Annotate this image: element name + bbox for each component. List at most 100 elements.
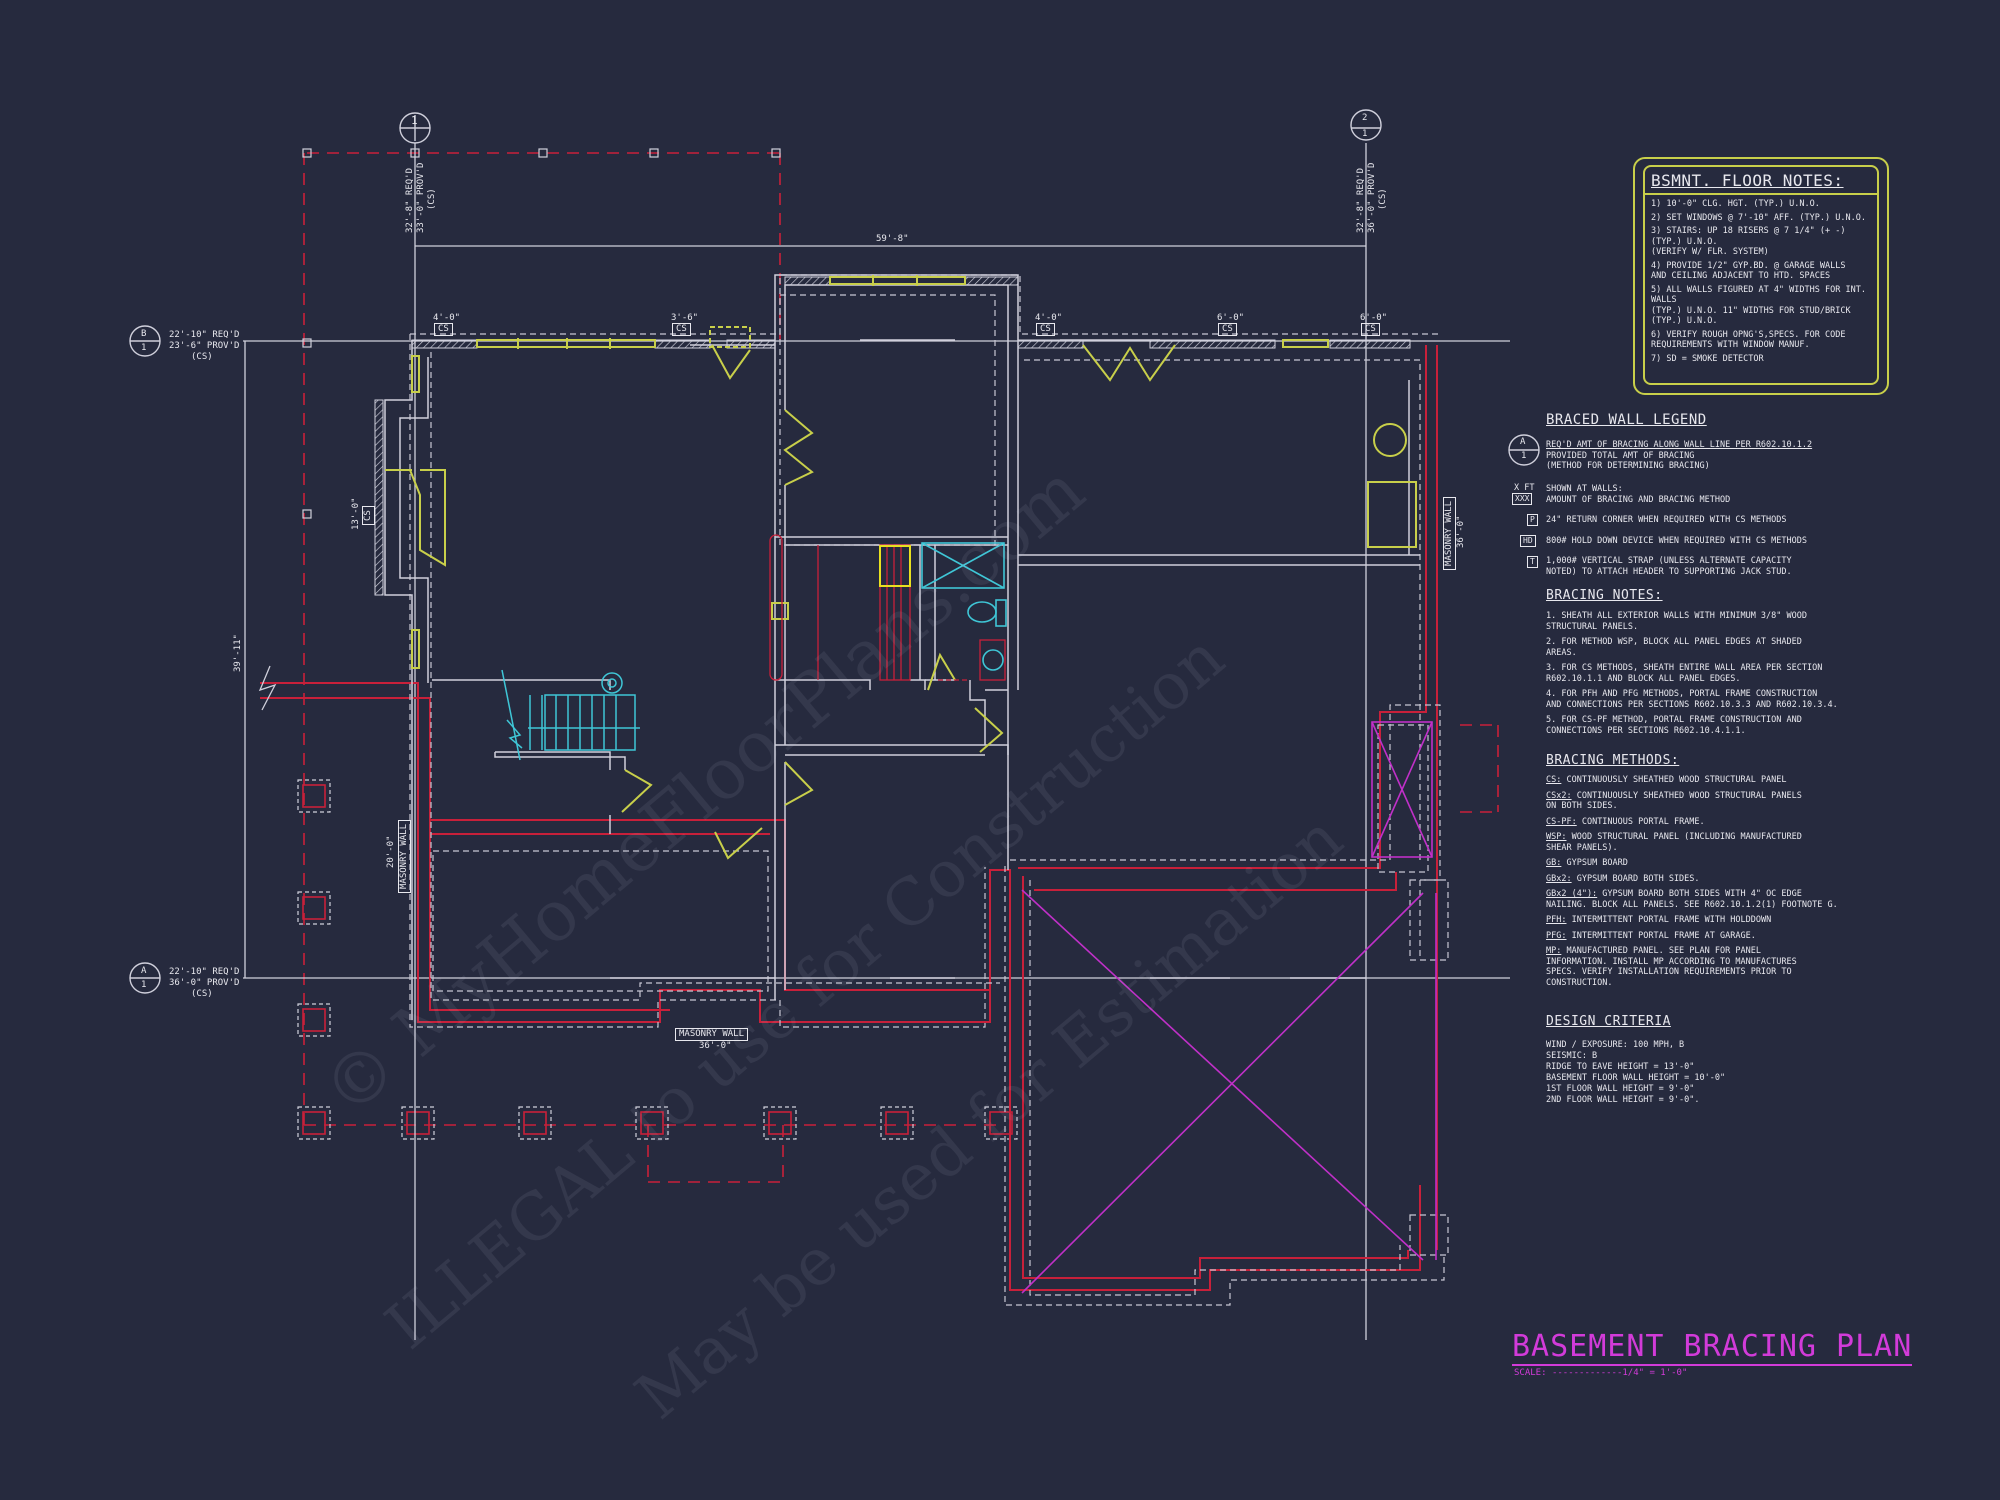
gridline-B-required: 22'-10" REQ'D xyxy=(169,330,240,340)
legend-bubble-line: REQ'D AMT OF BRACING ALONG WALL LINE PER… xyxy=(1546,440,1812,472)
design-criteria-item: RIDGE TO EAVE HEIGHT = 13'-0" xyxy=(1546,1062,1695,1072)
wall-tag-length: 4'-0" xyxy=(433,313,461,323)
bracing-method-item: GBx2 (4"): GYPSUM BOARD BOTH SIDES WITH … xyxy=(1546,889,1866,910)
method-code: CSx2: xyxy=(1546,790,1572,801)
bracing-method-item: CSx2: CONTINUOUSLY SHEATHED WOOD STRUCTU… xyxy=(1546,791,1866,812)
legend-tag-top: X FT xyxy=(1514,483,1535,493)
drawing-scale: SCALE: -------------1/4" = 1'-0" xyxy=(1514,1368,1687,1378)
wall-tag-length: 6'-0" xyxy=(1217,313,1245,323)
bracing-note-item: 2. FOR METHOD WSP, BLOCK ALL PANEL EDGES… xyxy=(1546,637,1802,658)
hold-down-symbol: HD xyxy=(1520,535,1536,547)
grid-bubble-2-top: 2 xyxy=(1362,113,1368,123)
method-text: GYPSUM BOARD BOTH SIDES WITH 4" OC EDGE … xyxy=(1546,889,1838,910)
legend-bubble-top: A xyxy=(1520,437,1526,447)
windows-doors xyxy=(385,275,1417,860)
gridline-1-required: 32'-8" REQ'D xyxy=(405,167,415,233)
bracing-notes-list: 1. SHEATH ALL EXTERIOR WALLS WITH MINIMU… xyxy=(1546,611,1866,741)
bracing-method-item: GB: GYPSUM BOARD xyxy=(1546,858,1866,869)
bracing-method-item: PFG: INTERMITTENT PORTAL FRAME AT GARAGE… xyxy=(1546,931,1866,942)
method-code: WSP: xyxy=(1546,832,1567,842)
legend-bubble-line-3: (METHOD FOR DETERMINING BRACING) xyxy=(1546,461,1710,471)
legend-bubble-line-2: PROVIDED TOTAL AMT OF BRACING xyxy=(1546,450,1695,461)
design-criteria-item: SEISMIC: B xyxy=(1546,1051,1598,1061)
design-criteria-title: DESIGN CRITERIA xyxy=(1546,1014,1671,1029)
footing-piers xyxy=(297,779,1018,1140)
drawing-title: BASEMENT BRACING PLAN xyxy=(1512,1329,1913,1366)
method-text: CONTINUOUS PORTAL FRAME. xyxy=(1576,816,1705,827)
legend-tag-line-1: SHOWN AT WALLS: xyxy=(1546,484,1623,494)
method-text: WOOD STRUCTURAL PANEL (INCLUDING MANUFAC… xyxy=(1546,832,1802,853)
method-text: GYPSUM BOARD xyxy=(1561,858,1628,868)
floor-note-item: 2) SET WINDOWS @ 7'-10" AFF. (TYP.) U.N.… xyxy=(1651,212,1866,223)
wall-tag-length: 6'-0" xyxy=(1360,313,1388,323)
masonry-walls xyxy=(260,345,1438,1291)
floor-note-item: 3) STAIRS: UP 18 RISERS @ 7 1/4" (+ -) (… xyxy=(1651,226,1846,257)
method-text: CONTINUOUSLY SHEATHED WOOD STRUCTURAL PA… xyxy=(1561,775,1787,785)
braced-wall-hatching xyxy=(374,276,1411,596)
footing-outline xyxy=(409,274,1449,1306)
wall-tag-length: 4'-0" xyxy=(1035,313,1063,323)
wall-tag-method: CS xyxy=(1361,323,1380,336)
grid-bubble-1-top: 1 xyxy=(411,114,418,127)
legend-tag-line-2: AMOUNT OF BRACING AND BRACING METHOD xyxy=(1546,494,1731,505)
overall-width-dimension: 59'-8" xyxy=(876,234,909,244)
scale-value: -------------1/4" = 1'-0" xyxy=(1551,1368,1688,1378)
masonry-wall-label: MASONRY WALL xyxy=(398,819,411,893)
stud-walls xyxy=(384,274,1420,1020)
method-text: GYPSUM BOARD BOTH SIDES. xyxy=(1571,873,1700,884)
floor-notes-list: 1) 10'-0" CLG. HGT. (TYP.) U.N.O. 2) SET… xyxy=(1645,199,1877,364)
floor-notes-title: BSMNT. FLOOR NOTES: xyxy=(1645,167,1877,195)
legend-tag-box: XXX xyxy=(1512,493,1533,505)
gridline-B-provided: 23'-6" PROV'D xyxy=(169,341,240,351)
masonry-wall-label: MASONRY WALL xyxy=(1443,496,1456,570)
bracing-method-item: CS: CONTINUOUSLY SHEATHED WOOD STRUCTURA… xyxy=(1546,775,1866,786)
bracing-method-item: PFH: INTERMITTENT PORTAL FRAME WITH HOLD… xyxy=(1546,915,1866,926)
legend-bubble-bottom: 1 xyxy=(1521,451,1527,461)
masonry-wall-label: MASONRY WALL xyxy=(675,1028,749,1041)
return-corner-symbol: P xyxy=(1527,514,1538,526)
gridline-2-required: 32'-8" REQ'D xyxy=(1356,167,1366,233)
wall-tag-method: CS xyxy=(434,323,453,336)
floor-note-item: 1) 10'-0" CLG. HGT. (TYP.) U.N.O. xyxy=(1651,199,1820,209)
bracing-note-item: 5. FOR CS-PF METHOD, PORTAL FRAME CONSTR… xyxy=(1546,715,1802,736)
bracing-method-item: GBx2: GYPSUM BOARD BOTH SIDES. xyxy=(1546,874,1866,885)
bracing-method-item: WSP: WOOD STRUCTURAL PANEL (INCLUDING MA… xyxy=(1546,832,1866,853)
gridline-1-provided: 33'-0" PROV'D xyxy=(416,162,426,233)
gridline-2-provided: 36'-0" PROV'D xyxy=(1367,162,1377,233)
porch-outline xyxy=(303,152,1499,1183)
design-criteria-list: WIND / EXPOSURE: 100 MPH, B SEISMIC: B R… xyxy=(1546,1040,1866,1106)
bracing-note-item: 4. FOR PFH AND PFG METHODS, PORTAL FRAME… xyxy=(1546,689,1838,710)
method-text: MANUFACTURED PANEL. SEE PLAN FOR PANEL I… xyxy=(1546,946,1797,988)
floor-note-item: 6) VERIFY ROUGH OPNG'S,SPECS. FOR CODE R… xyxy=(1651,329,1846,351)
grid-bubble-2-bottom: 1 xyxy=(1362,129,1368,139)
design-criteria-item: 1ST FLOOR WALL HEIGHT = 9'-0" xyxy=(1546,1084,1695,1094)
bracing-methods-title: BRACING METHODS: xyxy=(1546,753,1680,768)
method-code: CS: xyxy=(1546,775,1562,785)
wall-tag-method: CS xyxy=(362,506,375,525)
floor-note-item: 7) SD = SMOKE DETECTOR xyxy=(1651,353,1764,364)
scale-label: SCALE: xyxy=(1514,1368,1547,1378)
design-criteria-item: 2ND FLOOR WALL HEIGHT = 9'-0". xyxy=(1546,1095,1700,1105)
grid-bubble-A-top: A xyxy=(141,966,147,976)
method-text: INTERMITTENT PORTAL FRAME AT GARAGE. xyxy=(1566,930,1756,941)
grid-bubble-A-bottom: 1 xyxy=(141,980,147,990)
overall-depth-dimension: 39'-11" xyxy=(233,634,243,672)
vertical-strap-symbol: T xyxy=(1527,556,1538,568)
gridline-A-method: (CS) xyxy=(191,989,213,999)
masonry-wall-length: 36'-0" xyxy=(1456,515,1466,548)
vertical-strap-text: 1,000# VERTICAL STRAP (UNLESS ALTERNATE … xyxy=(1546,556,1792,577)
design-criteria-item: WIND / EXPOSURE: 100 MPH, B xyxy=(1546,1040,1685,1050)
bath-fixtures xyxy=(921,542,1007,671)
gridline-1-method: (CS) xyxy=(427,188,437,210)
bracing-notes-title: BRACING NOTES: xyxy=(1546,588,1663,603)
gridline-A-provided: 36'-0" PROV'D xyxy=(169,978,240,988)
wall-tag-method: CS xyxy=(1218,323,1237,336)
method-code: GBx2: xyxy=(1546,873,1572,884)
gridline-2-method: (CS) xyxy=(1378,188,1388,210)
stairs xyxy=(501,669,640,761)
masonry-wall-length: 20'-0" xyxy=(386,835,396,868)
bracing-method-item: CS-PF: CONTINUOUS PORTAL FRAME. xyxy=(1546,817,1866,828)
hold-down-text: 800# HOLD DOWN DEVICE WHEN REQUIRED WITH… xyxy=(1546,536,1807,546)
grid-bubbles xyxy=(129,109,1540,994)
